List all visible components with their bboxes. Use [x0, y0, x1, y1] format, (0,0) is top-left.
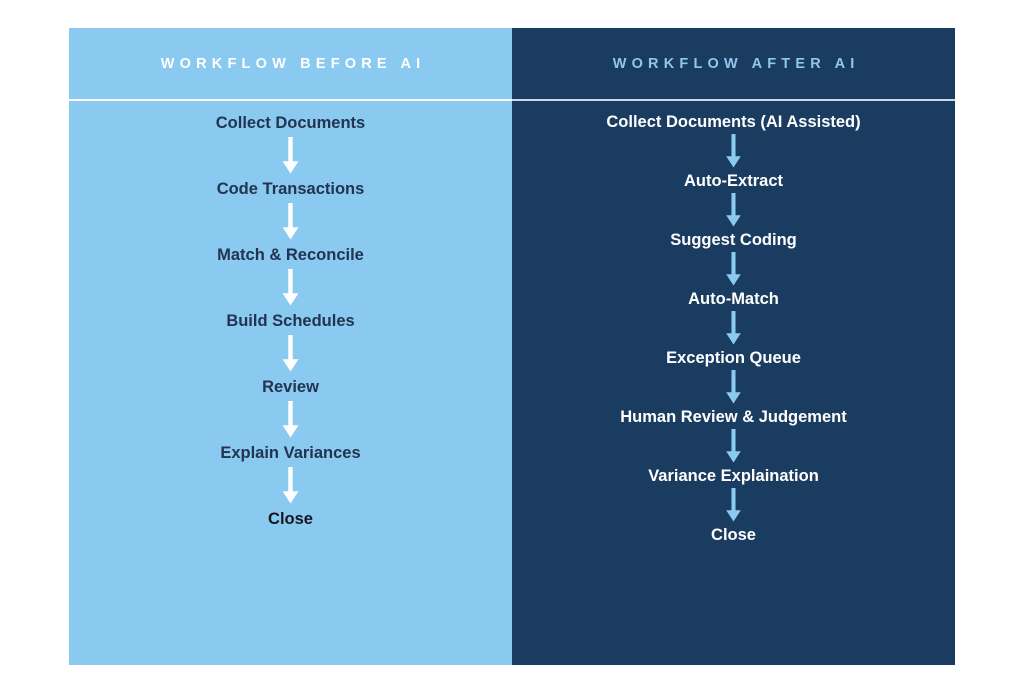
flow-step: Collect Documents (AI Assisted) [606, 113, 861, 131]
panel-after-divider [512, 99, 955, 101]
down-arrow-icon [726, 252, 741, 286]
flow-step: Human Review & Judgement [620, 408, 847, 426]
down-arrow-icon [726, 429, 741, 463]
flow-step: Variance Explaination [648, 467, 819, 485]
down-arrow-icon [282, 335, 299, 372]
flow-step: Auto-Extract [683, 172, 783, 190]
down-arrow-icon [726, 488, 741, 522]
panel-before-title: WORKFLOW BEFORE AI [160, 56, 426, 72]
panel-after-title: WORKFLOW AFTER AI [612, 56, 860, 72]
down-arrow-icon [282, 467, 299, 504]
flow-step: Build Schedules [226, 312, 355, 330]
flow-step: Suggest Coding [670, 231, 797, 249]
panel-before-divider [69, 99, 512, 101]
flow-step: Close [711, 526, 756, 544]
flow-steps-after: Collect Documents (AI Assisted) Auto-Extr… [512, 110, 955, 547]
flow-step: Explain Variances [220, 444, 361, 462]
down-arrow-icon [726, 311, 741, 345]
down-arrow-icon [726, 370, 741, 404]
panel-workflow-after-ai: WORKFLOW AFTER AI Collect Documents (AI … [512, 28, 955, 665]
flow-step: Exception Queue [666, 349, 801, 367]
flow-step: Collect Documents [215, 114, 366, 132]
flow-step: Match & Reconcile [217, 246, 364, 264]
down-arrow-icon [282, 269, 299, 306]
flow-step: Review [262, 378, 319, 396]
flow-step: Code Transactions [216, 180, 365, 198]
flow-step: Auto-Match [688, 290, 779, 308]
down-arrow-icon [282, 203, 299, 240]
flow-step: Close [268, 510, 313, 528]
down-arrow-icon [282, 137, 299, 174]
down-arrow-icon [726, 193, 741, 227]
down-arrow-icon [726, 134, 741, 168]
down-arrow-icon [282, 401, 299, 438]
